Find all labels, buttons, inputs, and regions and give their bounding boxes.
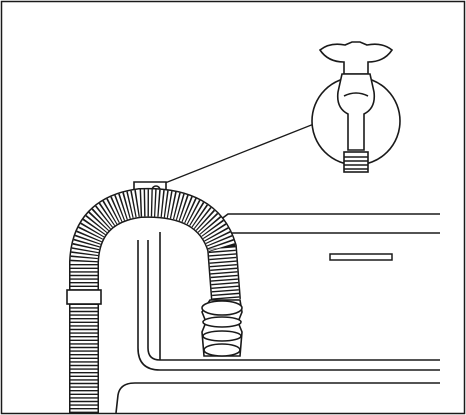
hose-end-nozzle [201, 299, 243, 357]
water-tap-icon [311, 41, 401, 173]
leader-line [159, 119, 325, 186]
hose-collar [66, 289, 102, 305]
washing-machine-top [115, 213, 440, 414]
drawer-slot [329, 253, 393, 261]
corrugated-hose-icon [66, 187, 243, 413]
